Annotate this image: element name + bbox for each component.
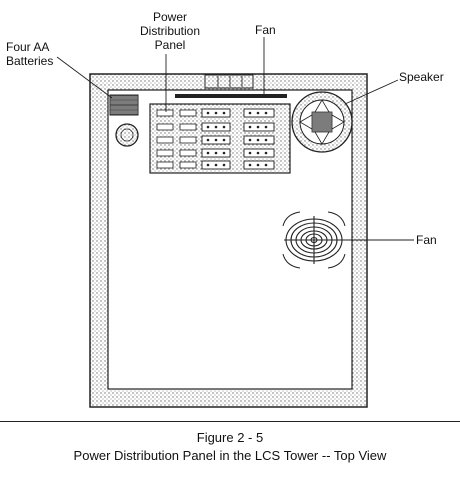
- label-batteries-line-1: Four AA: [6, 40, 50, 54]
- label-panel-line-1: Power: [152, 10, 187, 24]
- label-panel-line-3: Panel: [154, 38, 186, 52]
- caption-divider: [0, 421, 460, 422]
- top-fan: [175, 74, 287, 98]
- label-batteries-line-2: Batteries: [6, 54, 54, 68]
- label-power-distribution-panel: Power Distribution Panel: [120, 10, 220, 52]
- round-connector: [115, 123, 139, 147]
- panel-connector-column-1: [156, 109, 197, 169]
- figure-number: Figure 2 - 5: [196, 430, 264, 445]
- label-speaker: Speaker: [399, 70, 444, 84]
- speaker-grille-icon: [291, 91, 353, 153]
- figure-caption: Figure 2 - 5 Power Distribution Panel in…: [0, 429, 460, 465]
- aa-battery-pack: [109, 94, 139, 116]
- label-leader-lines: [56, 37, 414, 241]
- figure-title: Power Distribution Panel in the LCS Towe…: [73, 448, 387, 463]
- label-panel-line-2: Distribution: [139, 24, 201, 38]
- fan-grille-icon: [282, 211, 346, 269]
- power-distribution-panel: [149, 103, 291, 174]
- label-fan-side: Fan: [416, 233, 437, 247]
- label-four-aa-batteries: Four AA Batteries: [6, 40, 53, 68]
- label-fan-top: Fan: [255, 23, 276, 37]
